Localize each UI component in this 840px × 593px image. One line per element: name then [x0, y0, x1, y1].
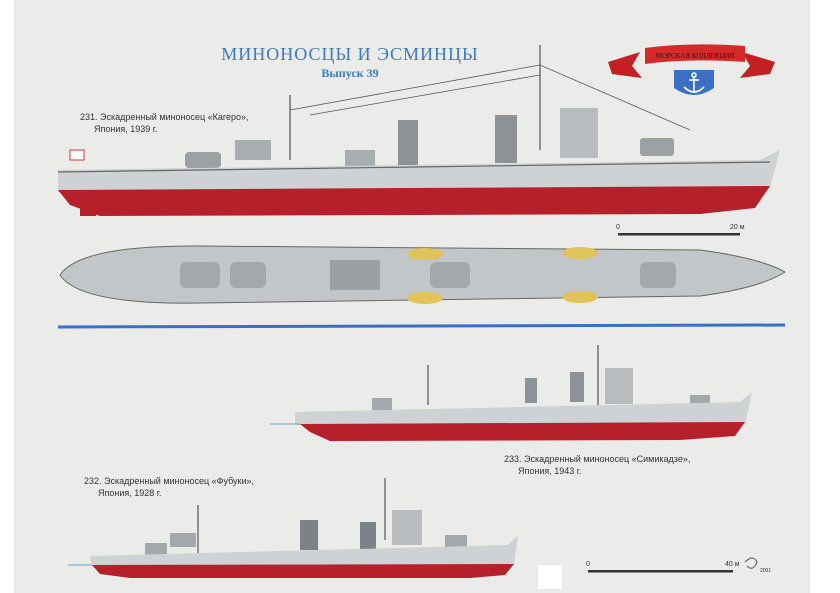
caption-kagero: 231. Эскадренный миноносец «Кагеро», Япо…: [80, 111, 249, 135]
page-title: МИНОНОСЦЫ И ЭСМИНЦЫ: [221, 44, 479, 64]
blank-patch: [538, 565, 562, 589]
caption-line: 233. Эскадренный миноносец «Симикадзе»,: [504, 454, 691, 464]
caption-shimakaze: 233. Эскадренный миноносец «Симикадзе», …: [504, 453, 690, 477]
anchor-icon: [683, 72, 705, 93]
scale-end-label: 40 м: [725, 561, 740, 568]
ship-fubuki-side: [68, 478, 518, 578]
divider-line: [57, 323, 786, 329]
caption-line: Япония, 1928 г.: [98, 488, 162, 498]
ship-kagero-side: [57, 45, 780, 216]
caption-line: Япония, 1943 г.: [518, 466, 582, 476]
scale-end-label: 20 м: [730, 224, 745, 231]
caption-line: 231. Эскадренный миноносец «Кагеро»,: [80, 112, 249, 122]
caption-fubuki: 232. Эскадренный миноносец «Фубуки», Япо…: [84, 475, 254, 499]
scale-start-label: 0: [616, 224, 620, 231]
ribbon-right-tail: [740, 52, 775, 78]
scale-bar-20m: [618, 233, 740, 236]
caption-line: 232. Эскадренный миноносец «Фубуки»,: [84, 476, 255, 486]
scale-bar-40m: [588, 570, 733, 573]
logo-text: МОРСКАЯ КОЛЛЕКЦИЯ: [656, 52, 735, 60]
caption-line: Япония, 1939 г.: [94, 124, 158, 134]
scale-start-label: 0: [586, 561, 590, 568]
ship-shimakaze-side: [270, 345, 752, 441]
logo: МОРСКАЯ КОЛЛЕКЦИЯ: [608, 44, 775, 95]
signature-year: 2001: [760, 568, 772, 574]
ribbon-left-tail: [608, 52, 642, 78]
issue-number: Выпуск 39: [321, 66, 379, 80]
artist-signature: [744, 557, 758, 569]
ship-kagero-plan: [59, 245, 786, 304]
ribbon: [645, 44, 745, 64]
